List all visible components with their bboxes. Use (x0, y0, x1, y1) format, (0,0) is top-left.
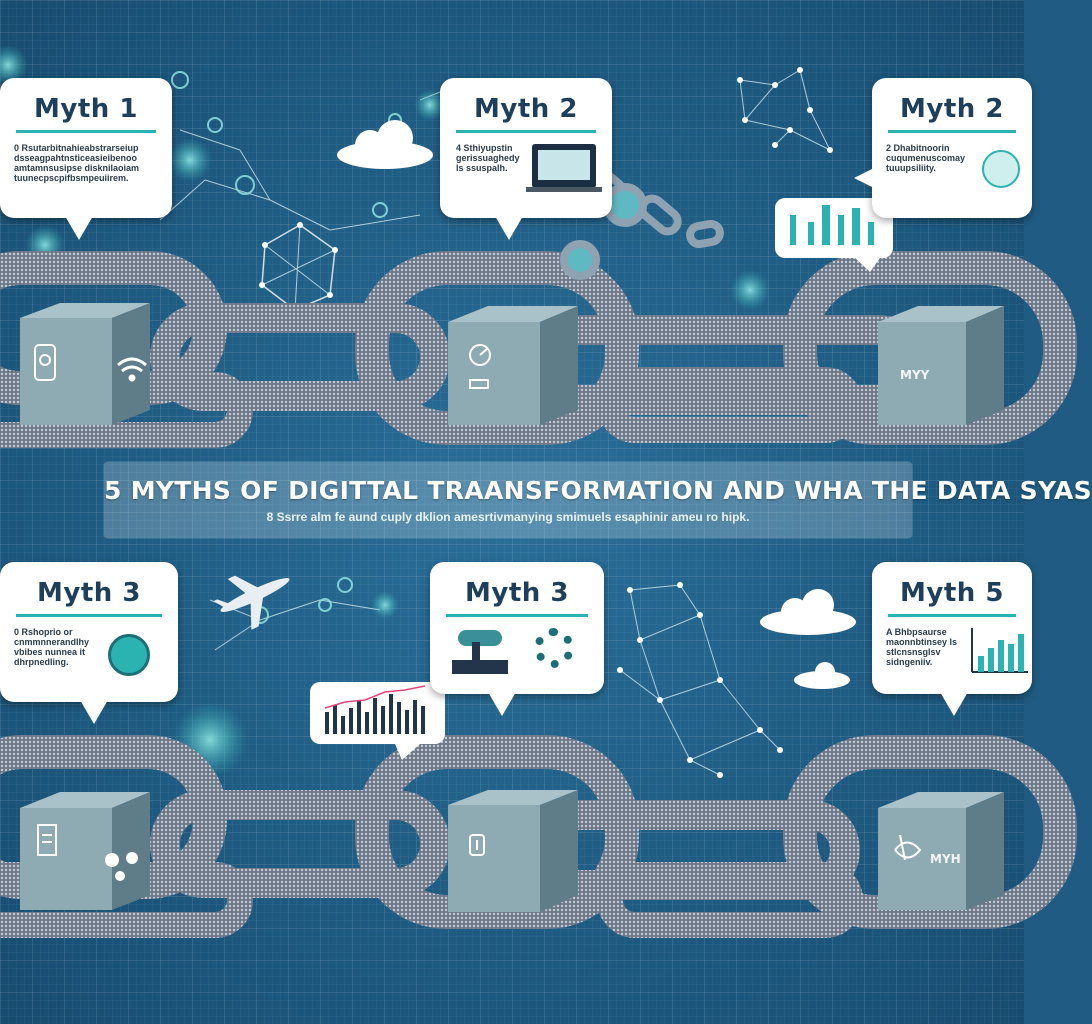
gauge-icon (469, 344, 491, 389)
myth-card-6: Myth 5 A Bhbpsaurse maonnbtinsey ls stlc… (872, 562, 1032, 716)
wifi-icon (117, 357, 147, 382)
myth-card-4: Myth 3 0 Rshoprio or cnmmnnerandlhy vbib… (0, 562, 178, 724)
bar-chart-bubble-top (775, 198, 893, 272)
gear-icon (534, 628, 574, 668)
cube-label: MYH (930, 852, 961, 866)
title-underline (16, 130, 156, 133)
myth-description: 0 Rshoprio or cnmmnnerandlhy vbibes nunn… (14, 627, 90, 667)
lightbulb-icon (982, 150, 1020, 188)
document-icon (37, 824, 57, 856)
myth-title: Myth 2 (474, 94, 578, 124)
myth-card-2: Myth 2 4 Sthiyupstin gerissuaghedy ls ss… (440, 78, 612, 240)
myth-description: 2 Dhabitnoorin cuqumenuscomay tuuupsilii… (886, 143, 966, 173)
glow-orbs (0, 45, 770, 778)
page-subtitle: 8 Ssrre alm fe aund cuply dklion amesrti… (266, 510, 750, 524)
bar-chart-icon (971, 628, 1028, 673)
myth-description: 4 Sthiyupstin gerissuaghedy ls ssuspalh. (456, 143, 520, 173)
title-underline (456, 130, 596, 133)
cube-4 (20, 792, 150, 910)
myth-card-5: Myth 3 (430, 562, 604, 716)
cube-2 (448, 306, 578, 425)
handshake-icon (894, 834, 922, 861)
title-underline (16, 614, 162, 617)
cloud-icon (337, 120, 856, 689)
title-underline (888, 614, 1016, 617)
hand-icon (34, 344, 56, 381)
cube-6 (878, 792, 1004, 910)
myth-card-3: Myth 2 2 Dhabitnoorin cuqumenuscomay tuu… (854, 78, 1032, 218)
myth-title: Myth 3 (465, 578, 569, 608)
cube-5 (448, 790, 578, 912)
airplane-icon (213, 575, 290, 630)
myth-title: Myth 5 (900, 578, 1004, 608)
laptop-icon (526, 144, 602, 192)
cube-3 (878, 306, 1004, 425)
myth-title: Myth 1 (34, 94, 138, 124)
factory-icon (452, 630, 508, 674)
title-underline (888, 130, 1016, 133)
myth-description: 0 Rsutarbitnahieabstrarseiup dsseagpahtn… (14, 143, 140, 183)
gear-icon (105, 852, 138, 881)
myth-description: A Bhbpsaurse maonnbtinsey ls stlcnsnsgls… (886, 627, 958, 667)
myth-card-1: Myth 1 0 Rsutarbitnahieabstrarseiup dsse… (0, 78, 172, 240)
bar-chart-bubble-bottom (310, 682, 445, 760)
page-title: 5 MYTHS OF DIGITTAL TRAANSFORMATION AND … (104, 476, 1092, 505)
myth-title: Myth 3 (37, 578, 141, 608)
cube-label: MYY (900, 368, 930, 382)
cube-1 (20, 303, 150, 425)
title-banner: 5 MYTHS OF DIGITTAL TRAANSFORMATION AND … (104, 462, 1092, 538)
decor-layer (0, 45, 1077, 938)
title-underline (446, 614, 588, 617)
lock-icon (469, 834, 485, 856)
myth-title: Myth 2 (900, 94, 1004, 124)
network-nodes (259, 67, 833, 778)
award-icon (108, 634, 150, 676)
